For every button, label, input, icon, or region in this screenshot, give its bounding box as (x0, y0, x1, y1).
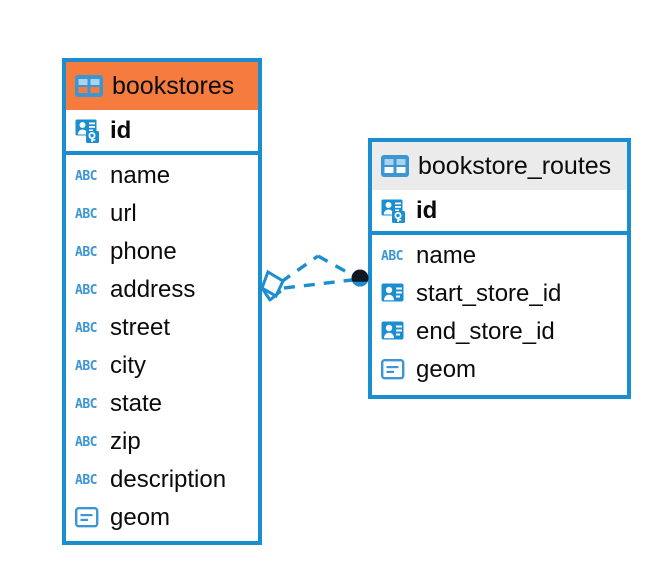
field-label: name (110, 162, 171, 189)
field-label: state (110, 390, 163, 417)
field-row[interactable]: ABC street (66, 309, 258, 347)
field-row[interactable]: start_store_id (372, 275, 627, 313)
primary-key-icon (381, 198, 407, 224)
foreign-key-icon (381, 321, 407, 343)
table-icon (381, 155, 409, 177)
field-list-bookstore-routes: ABC name start_store_id (372, 235, 627, 389)
field-label: url (110, 200, 137, 227)
field-label: description (110, 466, 227, 493)
field-row[interactable]: ABC phone (66, 233, 258, 271)
field-row[interactable]: ABC zip (66, 423, 258, 461)
field-row[interactable]: ABC state (66, 385, 258, 423)
geometry-icon (381, 359, 407, 381)
field-label: zip (110, 428, 141, 455)
abc-icon: ABC (75, 434, 97, 450)
field-list-bookstores: ABC name ABC url ABC phone ABC (66, 155, 258, 537)
field-label: geom (110, 504, 171, 531)
primary-key-row-bookstore-routes[interactable]: id (372, 190, 627, 235)
field-row[interactable]: geom (66, 499, 258, 537)
field-row[interactable]: ABC address (66, 271, 258, 309)
field-row[interactable]: ABC description (66, 461, 258, 499)
field-label: name (416, 242, 477, 269)
primary-key-icon (75, 118, 101, 144)
filled-circle-marker (351, 269, 369, 287)
entity-header-bookstore-routes[interactable]: bookstore_routes (372, 142, 627, 190)
field-label: end_store_id (416, 318, 555, 345)
abc-icon: ABC (75, 472, 97, 488)
field-label: address (110, 276, 196, 303)
entity-title: bookstores (112, 71, 235, 100)
diamond-marker (260, 269, 285, 302)
table-icon (75, 75, 103, 97)
geometry-icon (75, 507, 101, 529)
abc-icon: ABC (75, 396, 97, 412)
field-row[interactable]: ABC name (372, 237, 627, 275)
field-label: city (110, 352, 146, 379)
abc-icon: ABC (75, 168, 97, 184)
abc-icon: ABC (75, 244, 97, 260)
primary-key-label: id (416, 196, 438, 224)
abc-icon: ABC (75, 358, 97, 374)
field-label: start_store_id (416, 280, 562, 307)
field-row[interactable]: ABC url (66, 195, 258, 233)
field-row[interactable]: end_store_id (372, 313, 627, 351)
foreign-key-icon (381, 283, 407, 305)
abc-icon: ABC (75, 206, 97, 222)
abc-icon: ABC (381, 248, 403, 264)
field-label: street (110, 314, 171, 341)
field-row[interactable]: geom (372, 351, 627, 389)
entity-bookstore-routes[interactable]: bookstore_routes id (368, 138, 631, 399)
primary-key-row-bookstores[interactable]: id (66, 110, 258, 155)
field-row[interactable]: ABC city (66, 347, 258, 385)
primary-key-label: id (110, 116, 132, 144)
entity-bookstores[interactable]: bookstores id (62, 58, 262, 545)
entity-title: bookstore_routes (418, 151, 612, 180)
field-row[interactable]: ABC name (66, 157, 258, 195)
relationship-line-bookstores-to-bookstore-routes (280, 254, 355, 290)
abc-icon: ABC (75, 282, 97, 298)
entity-header-bookstores[interactable]: bookstores (66, 62, 258, 110)
field-label: phone (110, 238, 177, 265)
abc-icon: ABC (75, 320, 97, 336)
field-label: geom (416, 356, 477, 383)
